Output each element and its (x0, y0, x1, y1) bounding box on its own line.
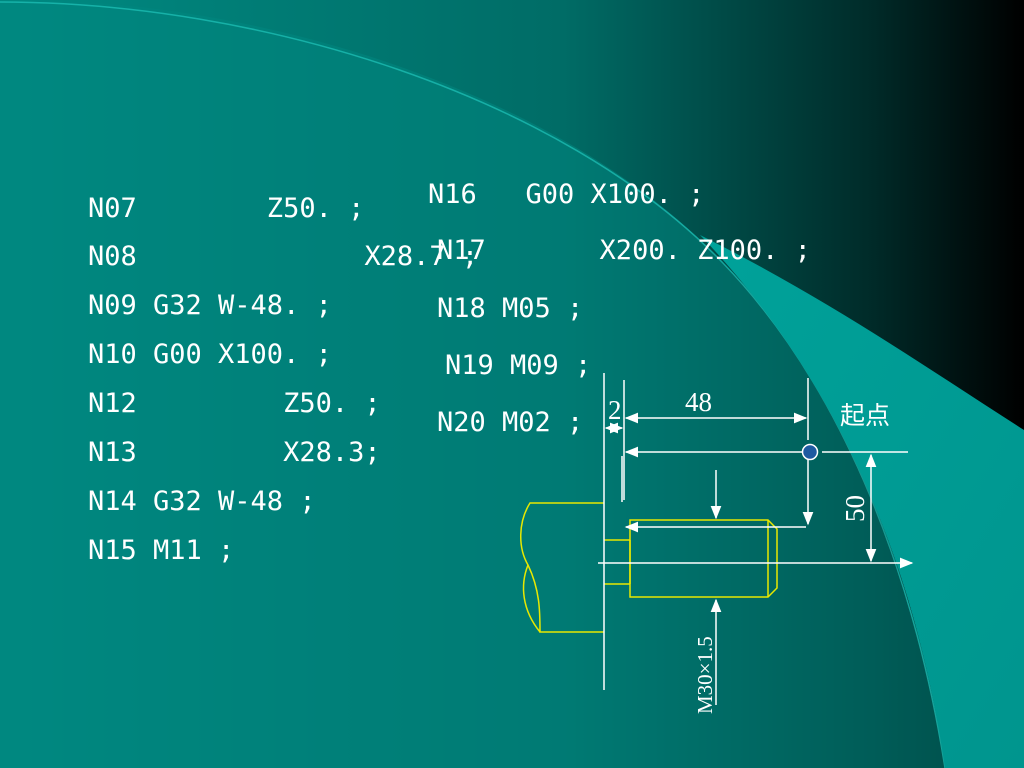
program-line-n10: N10 G00 X100. ; (88, 339, 332, 370)
program-line-n18: N18 M05 ; (437, 293, 584, 324)
program-line-n07: N07 Z50. ; (88, 193, 365, 224)
background-swoosh (700, 235, 1024, 768)
program-line-n12: N12 Z50. ; (88, 388, 381, 419)
program-line-n20: N20 M02 ; (437, 407, 584, 438)
program-line-n17: N17 X200. Z100. ; (437, 235, 811, 266)
background-arc (0, 0, 950, 768)
dim-50-label: 50 (840, 495, 870, 522)
program-line-n09: N09 G32 W-48. ; (88, 290, 332, 321)
program-line-n16: N16 G00 X100. ; (428, 179, 705, 210)
program-line-n14: N14 G32 W-48 ; (88, 486, 316, 517)
program-line-n15: N15 M11 ; (88, 535, 235, 566)
program-line-n13: N13 X28.3; (88, 437, 381, 468)
program-line-n08: N08 X28.7 ; (88, 241, 479, 272)
dim-48-label: 48 (685, 387, 712, 417)
thread-spec-label: M30×1.5 (693, 636, 717, 714)
start-point-label: 起点 (840, 401, 891, 430)
program-line-n19: N19 M09 ; (445, 350, 592, 381)
start-point-marker (801, 443, 819, 461)
dim-2-label: 2 (608, 395, 622, 425)
workpiece-stock (520, 502, 631, 633)
thread-section (629, 519, 778, 598)
